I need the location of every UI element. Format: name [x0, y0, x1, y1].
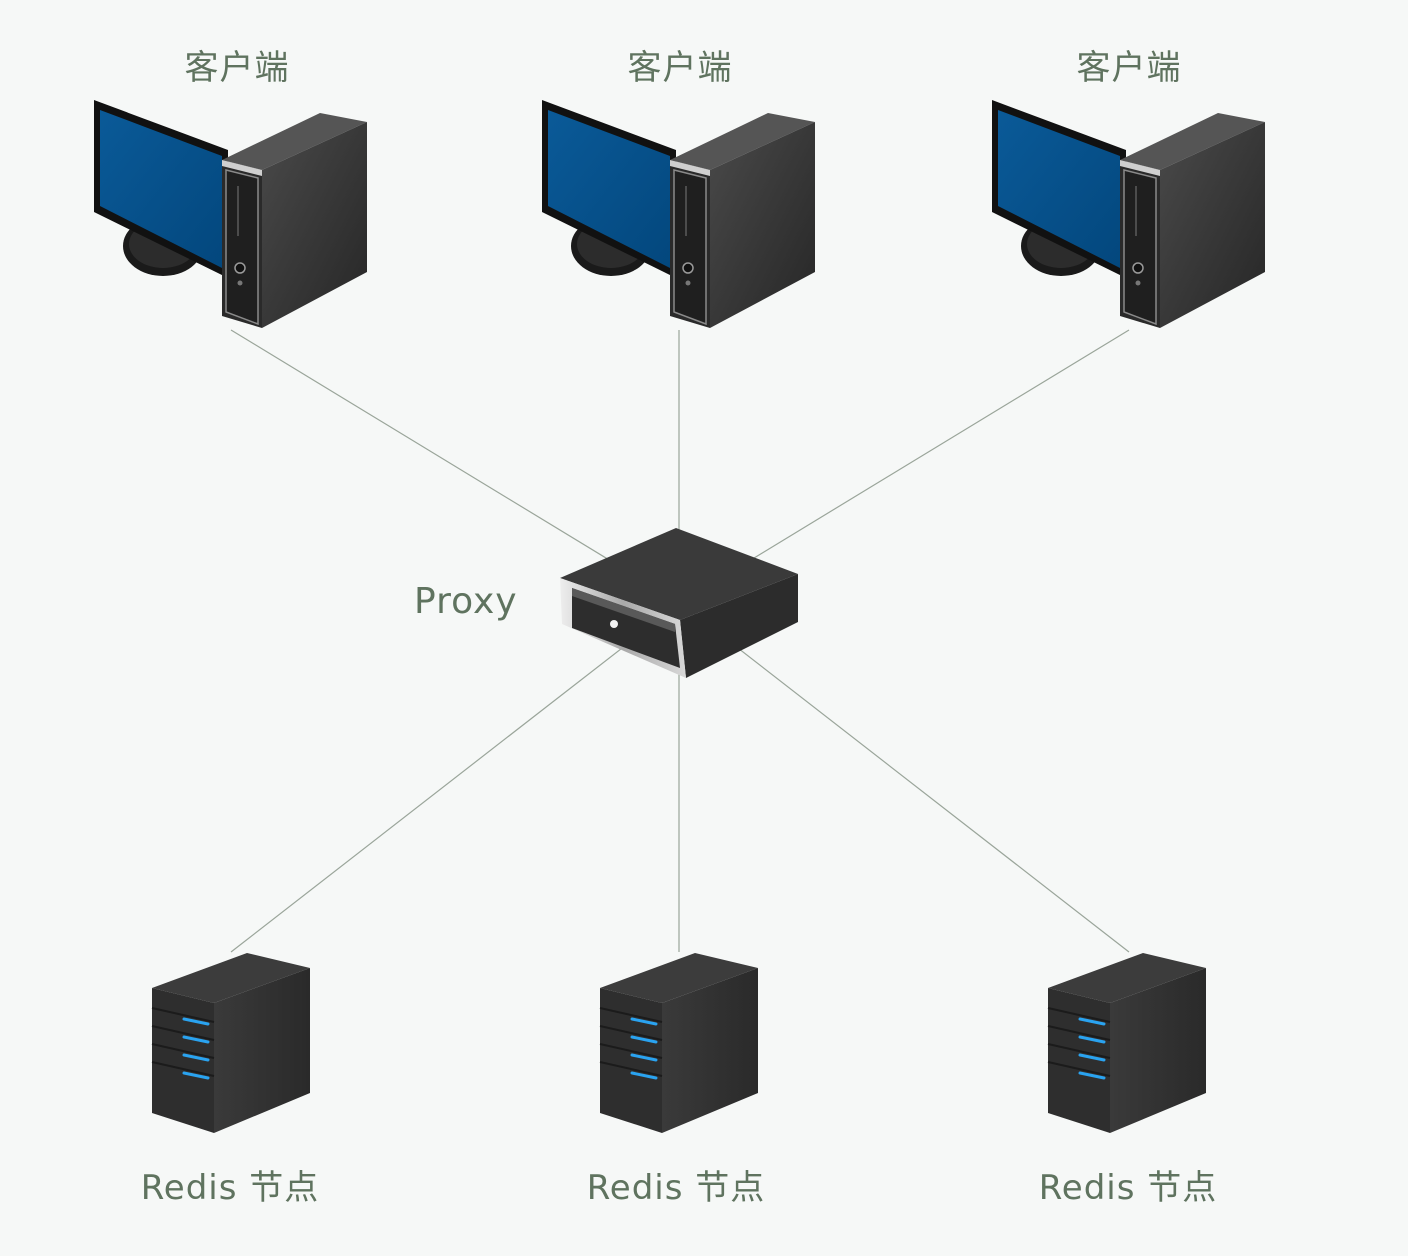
connector-node-1 — [230, 602, 681, 953]
redis-node-label-2: Redis 节点 — [586, 1168, 766, 1208]
desktop-computer-icon — [93, 99, 368, 329]
redis-node-label-1: Redis 节点 — [140, 1168, 320, 1208]
client-computer-3 — [991, 99, 1266, 329]
client-computer-1 — [93, 99, 368, 329]
server-tower-icon — [150, 951, 312, 1135]
proxy-server — [560, 528, 798, 678]
redis-node-1 — [150, 951, 312, 1135]
client-label-2: 客户端 — [627, 48, 733, 88]
client-label-3: 客户端 — [1076, 48, 1182, 88]
desktop-computer-icon — [991, 99, 1266, 329]
connector-node-3 — [679, 602, 1130, 953]
proxy-label: Proxy — [414, 581, 518, 622]
server-tower-icon — [1046, 951, 1208, 1135]
client-computer-2 — [541, 99, 816, 329]
redis-node-label-3: Redis 节点 — [1038, 1168, 1218, 1208]
connector-client-3 — [679, 329, 1130, 604]
desktop-computer-icon — [541, 99, 816, 329]
redis-node-3 — [1046, 951, 1208, 1135]
server-tower-icon — [598, 951, 760, 1135]
connectors — [230, 329, 1130, 953]
connector-client-1 — [230, 329, 681, 604]
client-label-1: 客户端 — [184, 48, 290, 88]
redis-node-2 — [598, 951, 760, 1135]
proxy-server-icon — [560, 528, 798, 678]
